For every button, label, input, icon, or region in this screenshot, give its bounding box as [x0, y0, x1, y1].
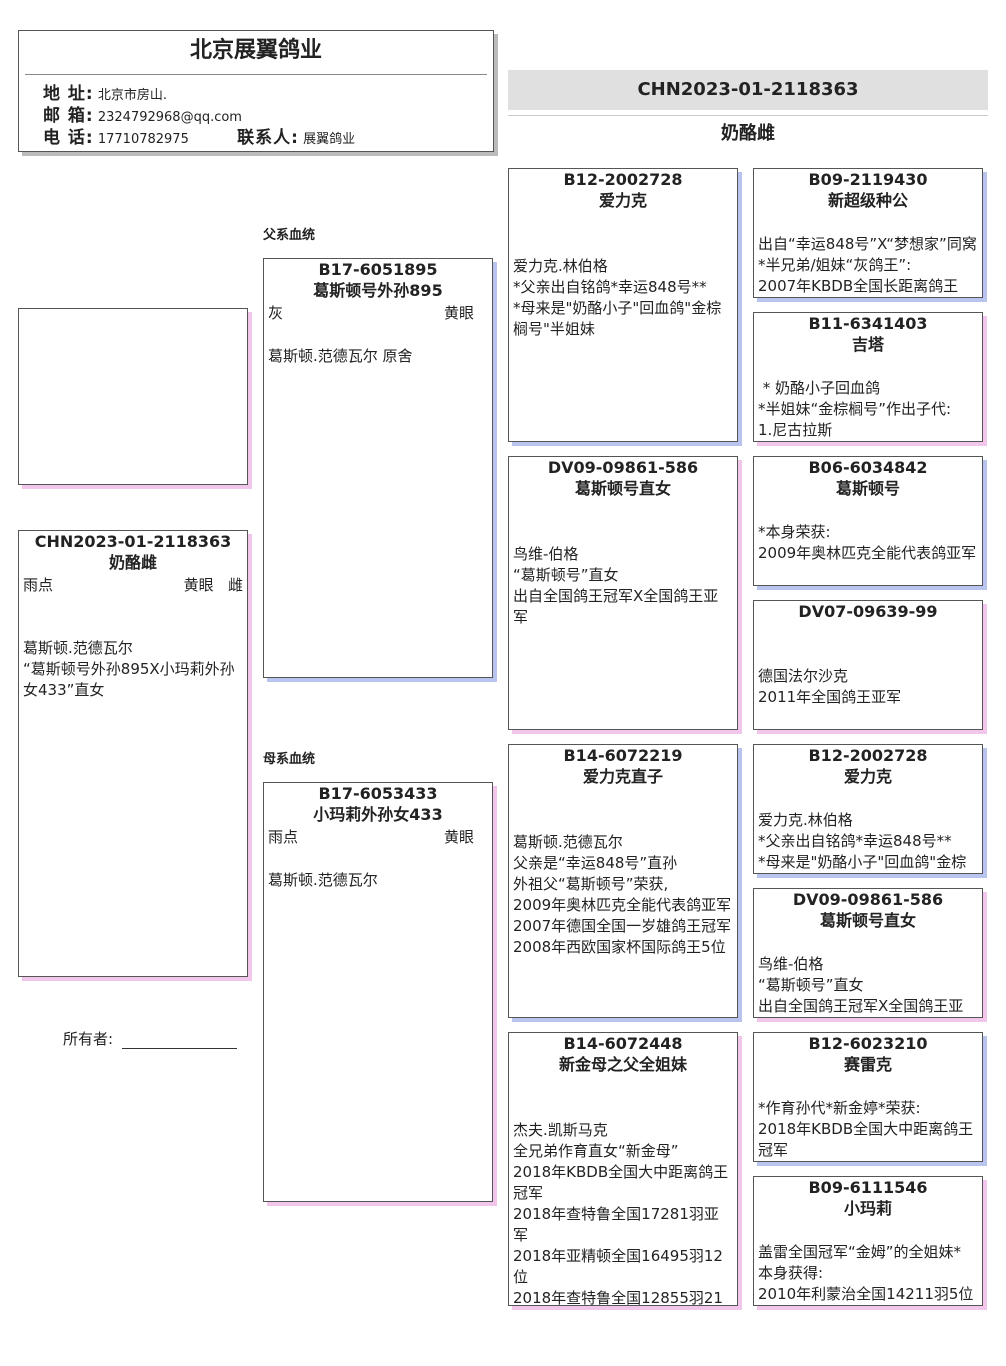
- pigeon-ring: B17-6053433: [318, 784, 438, 803]
- pigeon-ring: B09-6111546: [808, 1178, 928, 1197]
- pigeon-ring: B12-2002728: [563, 170, 683, 189]
- pigeon-name: 葛斯顿号: [835, 479, 900, 498]
- pigeon-sex: 雌: [227, 576, 243, 594]
- pigeon-desc: 葛斯顿.范德瓦尔 原舍: [268, 347, 413, 365]
- pigeon-name: 小玛莉: [843, 1199, 892, 1218]
- pigeon-ring: B09-2119430: [808, 170, 928, 189]
- sire-card: B17-6051895 葛斯顿号外孙895 灰 黄眼 葛斯顿.范德瓦尔 原舍: [263, 258, 493, 678]
- pigeon-ring: B17-6051895: [318, 260, 438, 279]
- pigeon-ring: B12-6023210: [808, 1034, 928, 1053]
- photo-placeholder: [18, 308, 248, 485]
- pigeon-eye: 黄眼: [443, 304, 474, 322]
- great-grandparent-card-4: DV07-09639-99 德国法尔沙克 2011年全国鸽王亚军: [753, 600, 983, 730]
- dam-section-label: 母系血统: [263, 752, 316, 767]
- title-underline: [508, 115, 988, 116]
- pigeon-name: 赛雷克: [843, 1055, 892, 1074]
- great-grandparent-card-8: B09-6111546 小玛莉 盖雷全国冠军“金姆”的全姐妹* 本身获得: 20…: [753, 1176, 983, 1306]
- header-card: 北京展翼鸽业 地 址: 北京市房山. 邮 箱: 2324792968@qq.co…: [18, 30, 494, 152]
- granddam-paternal-card: DV09-09861-586 葛斯顿号直女 鸟维-伯格 “葛斯顿号”直女 出自全…: [508, 456, 738, 730]
- address-label: 地 址:: [43, 84, 94, 104]
- contact-label: 联系人:: [237, 128, 299, 148]
- pigeon-desc: 德国法尔沙克 2011年全国鸽王亚军: [758, 667, 902, 706]
- pigeon-desc: 葛斯顿.范德瓦尔 “葛斯顿号外孙895X小玛莉外孙女433”直女: [23, 639, 235, 699]
- pigeon-eye: 黄眼: [183, 576, 214, 594]
- pigeon-desc: *本身荣获: 2009年奥林匹克全能代表鸽亚军: [758, 523, 977, 562]
- pigeon-name: 爱力克: [598, 191, 647, 210]
- pigeon-desc: 盖雷全国冠军“金姆”的全姐妹* 本身获得: 2010年利蒙治全国14211羽5位: [758, 1243, 974, 1303]
- pigeon-desc: 鸟维-伯格 “葛斯顿号”直女 出自全国鸽王冠军X全国鸽王亚军: [513, 545, 719, 626]
- pigeon-ring: DV09-09861-586: [547, 458, 699, 477]
- pigeon-desc: 鸟维-伯格 “葛斯顿号”直女 出自全国鸽王冠军X全国鸽王亚军: [758, 955, 964, 1015]
- owner-label: 所有者:: [63, 1030, 114, 1048]
- great-grandparent-card-6: DV09-09861-586 葛斯顿号直女 鸟维-伯格 “葛斯顿号”直女 出自全…: [753, 888, 983, 1018]
- pigeon-ring: B12-2002728: [808, 746, 928, 765]
- owner-line: [121, 1034, 237, 1049]
- pigeon-desc: *作育孙代*新金婷*荣获: 2018年KBDB全国大中距离鸽王冠军: [758, 1099, 974, 1159]
- great-grandparent-card-5: B12-2002728 爱力克 爱力克.林伯格 *父亲出自铭鸽*幸运848号**…: [753, 744, 983, 874]
- great-grandparent-card-3: B06-6034842 葛斯顿号 *本身荣获: 2009年奥林匹克全能代表鸽亚军: [753, 456, 983, 586]
- email-label: 邮 箱:: [43, 106, 94, 126]
- pigeon-desc: 爱力克.林伯格 *父亲出自铭鸽*幸运848号** *母来是"奶酪小子"回血鸽"金…: [513, 257, 722, 338]
- pigeon-ring: DV07-09639-99: [798, 602, 938, 621]
- sire-section-label: 父系血统: [263, 228, 316, 243]
- pigeon-name: 爱力克直子: [582, 767, 663, 786]
- pigeon-eye: 黄眼: [443, 828, 474, 846]
- pigeon-name: 葛斯顿号直女: [819, 911, 916, 930]
- phone-value: 17710782975: [97, 132, 189, 147]
- pigeon-color: 雨点: [268, 828, 299, 846]
- pigeon-desc: 爱力克.林伯格 *父亲出自铭鸽*幸运848号** *母来是"奶酪小子"回血鸽"金…: [758, 811, 967, 871]
- pigeon-name: 葛斯顿号直女: [574, 479, 671, 498]
- great-grandparent-card-7: B12-6023210 赛雷克 *作育孙代*新金婷*荣获: 2018年KBDB全…: [753, 1032, 983, 1162]
- great-grandparent-card-1: B09-2119430 新超级种公 出自“幸运848号”X“梦想家”同窝 *半兄…: [753, 168, 983, 298]
- dam-card: B17-6053433 小玛莉外孙女433 雨点 黄眼 葛斯顿.范德瓦尔: [263, 782, 493, 1202]
- pigeon-color: 灰: [268, 304, 284, 322]
- pigeon-name: 奶酪雌: [108, 553, 157, 572]
- pigeon-ring: B14-6072448: [563, 1034, 683, 1053]
- pigeon-ring: CHN2023-01-2118363: [34, 532, 232, 551]
- pigeon-name: 吉塔: [851, 335, 884, 354]
- grandsire-paternal-card: B12-2002728 爱力克 爱力克.林伯格 *父亲出自铭鸽*幸运848号**…: [508, 168, 738, 442]
- pigeon-color: 雨点: [23, 576, 54, 594]
- pigeon-name: [754, 622, 982, 644]
- title-bar: CHN2023-01-2118363: [508, 70, 988, 110]
- address-value: 北京市房山.: [97, 88, 167, 103]
- header-divider: [25, 74, 487, 75]
- email-value: 2324792968@qq.com: [97, 110, 242, 125]
- title-pigeon-name: 奶酪雌: [721, 123, 775, 144]
- contact-value: 展翼鸽业: [303, 132, 356, 147]
- phone-label: 电 话:: [43, 128, 94, 148]
- granddam-maternal-card: B14-6072448 新金母之父全姐妹 杰夫.凯斯马克 全兄弟作育直女“新金母…: [508, 1032, 738, 1306]
- pigeon-desc: * 奶酪小子回血鸽 *半姐妹“金棕榈号”作出子代: 1.尼古拉斯: [758, 379, 952, 439]
- pigeon-ring: B14-6072219: [563, 746, 683, 765]
- pigeon-name: 葛斯顿号外孙895: [313, 281, 443, 300]
- great-grandparent-card-2: B11-6341403 吉塔 * 奶酪小子回血鸽 *半姐妹“金棕榈号”作出子代:…: [753, 312, 983, 442]
- owner-field: 所有者:: [63, 1028, 237, 1049]
- pigeon-desc: 葛斯顿.范德瓦尔: [268, 871, 378, 889]
- pigeon-name: 小玛莉外孙女433: [313, 805, 443, 824]
- pigeon-ring: B06-6034842: [808, 458, 928, 477]
- pigeon-name: 新超级种公: [827, 191, 908, 210]
- pigeon-name: 新金母之父全姐妹: [558, 1055, 687, 1074]
- pigeon-ring: B11-6341403: [808, 314, 928, 333]
- pigeon-name: 爱力克: [843, 767, 892, 786]
- company-name: 北京展翼鸽业: [189, 38, 322, 63]
- grandsire-maternal-card: B14-6072219 爱力克直子 葛斯顿.范德瓦尔 父亲是“幸运848号”直孙…: [508, 744, 738, 1018]
- pigeon-desc: 出自“幸运848号”X“梦想家”同窝 *半兄弟/姐妹“灰鸽王”: 2007年KB…: [758, 235, 977, 295]
- pigeon-desc: 杰夫.凯斯马克 全兄弟作育直女“新金母” 2018年KBDB全国大中距离鸽王冠军…: [513, 1121, 729, 1306]
- pigeon-ring: DV09-09861-586: [792, 890, 944, 909]
- subject-card: CHN2023-01-2118363 奶酪雌 雨点 黄眼 雌 葛斯顿.范德瓦尔 …: [18, 530, 248, 977]
- pigeon-desc: 葛斯顿.范德瓦尔 父亲是“幸运848号”直孙 外祖父“葛斯顿号”荣获, 2009…: [513, 833, 732, 956]
